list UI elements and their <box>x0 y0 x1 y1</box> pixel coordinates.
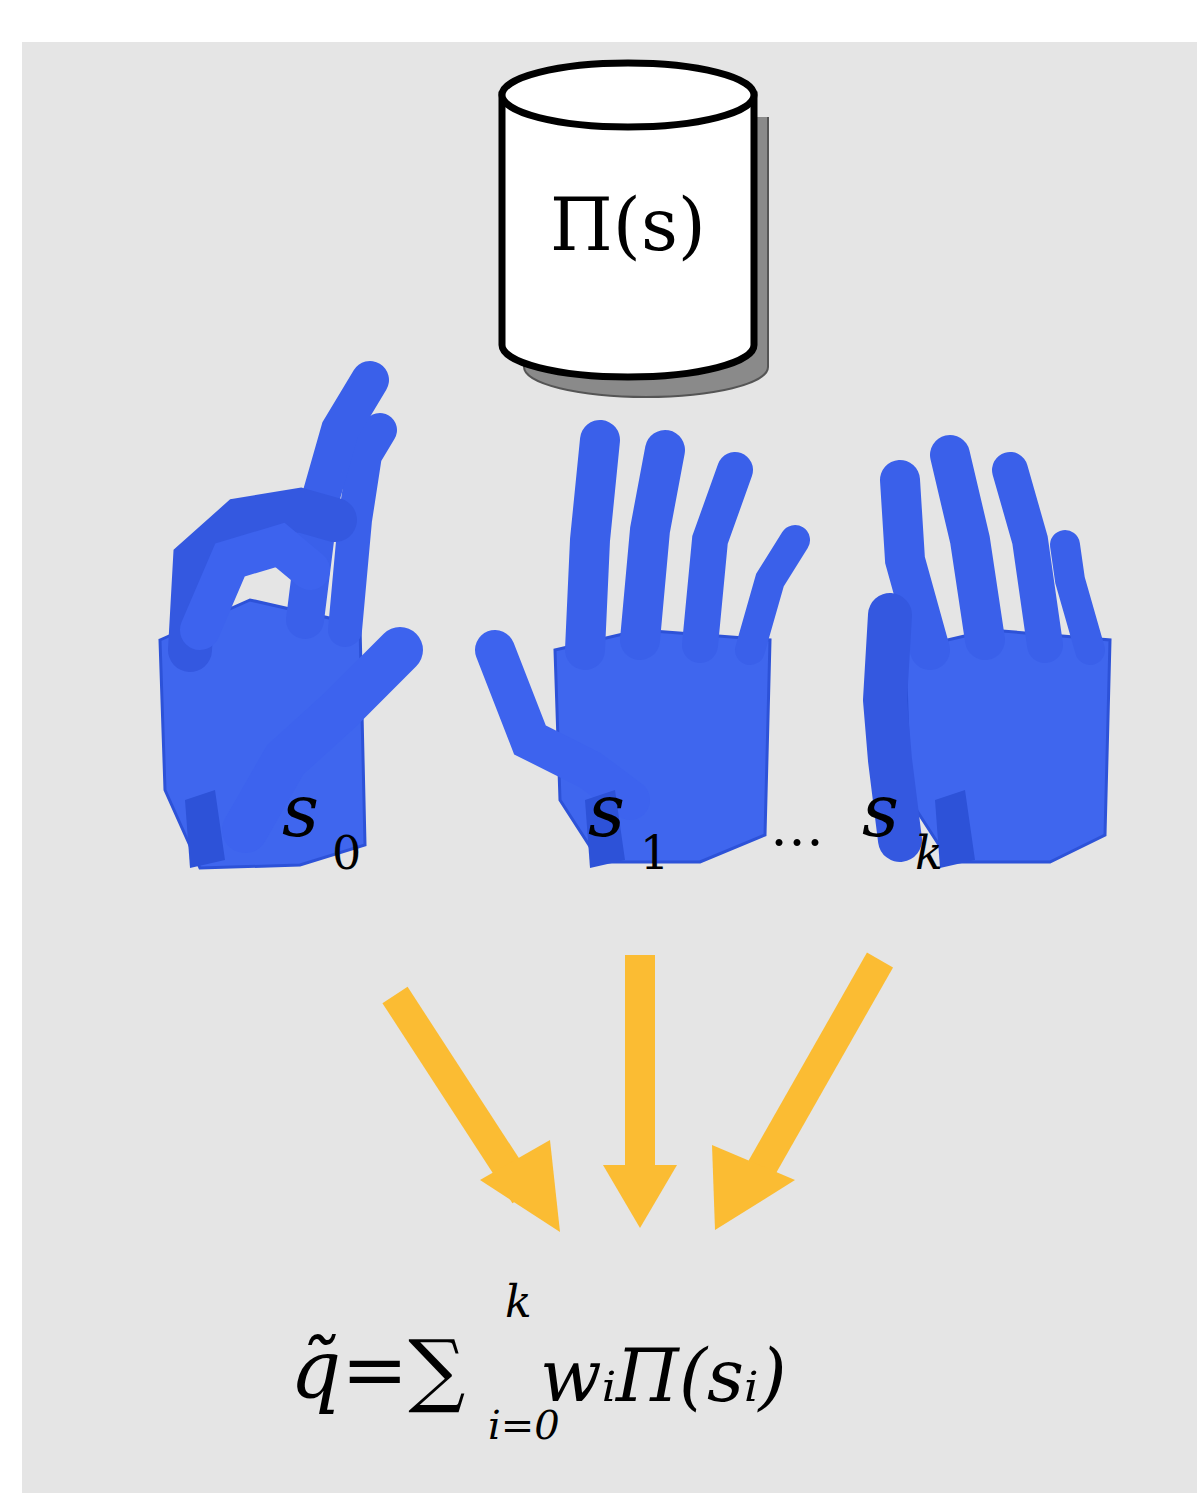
math-label: k <box>505 1280 532 1324</box>
math-label: s <box>588 775 625 847</box>
hand-pose-2 <box>885 455 1110 868</box>
math-label: 1 <box>640 830 669 876</box>
math-label: q̃=∑ <box>290 1330 465 1410</box>
orange-arrows <box>395 955 880 1232</box>
hand-pose-0 <box>160 380 400 868</box>
database-node: Π(s) <box>502 120 754 330</box>
node-label: Π(s) <box>550 189 706 261</box>
math-label: wᵢΠ(sᵢ) <box>540 1340 787 1412</box>
math-label: 0 <box>332 830 361 876</box>
database-cylinder <box>502 63 768 397</box>
hand-pose-1 <box>495 440 795 868</box>
math-label: … <box>770 800 824 854</box>
math-label: s <box>862 775 899 847</box>
math-label: k <box>915 830 943 876</box>
math-label: s <box>282 775 319 847</box>
